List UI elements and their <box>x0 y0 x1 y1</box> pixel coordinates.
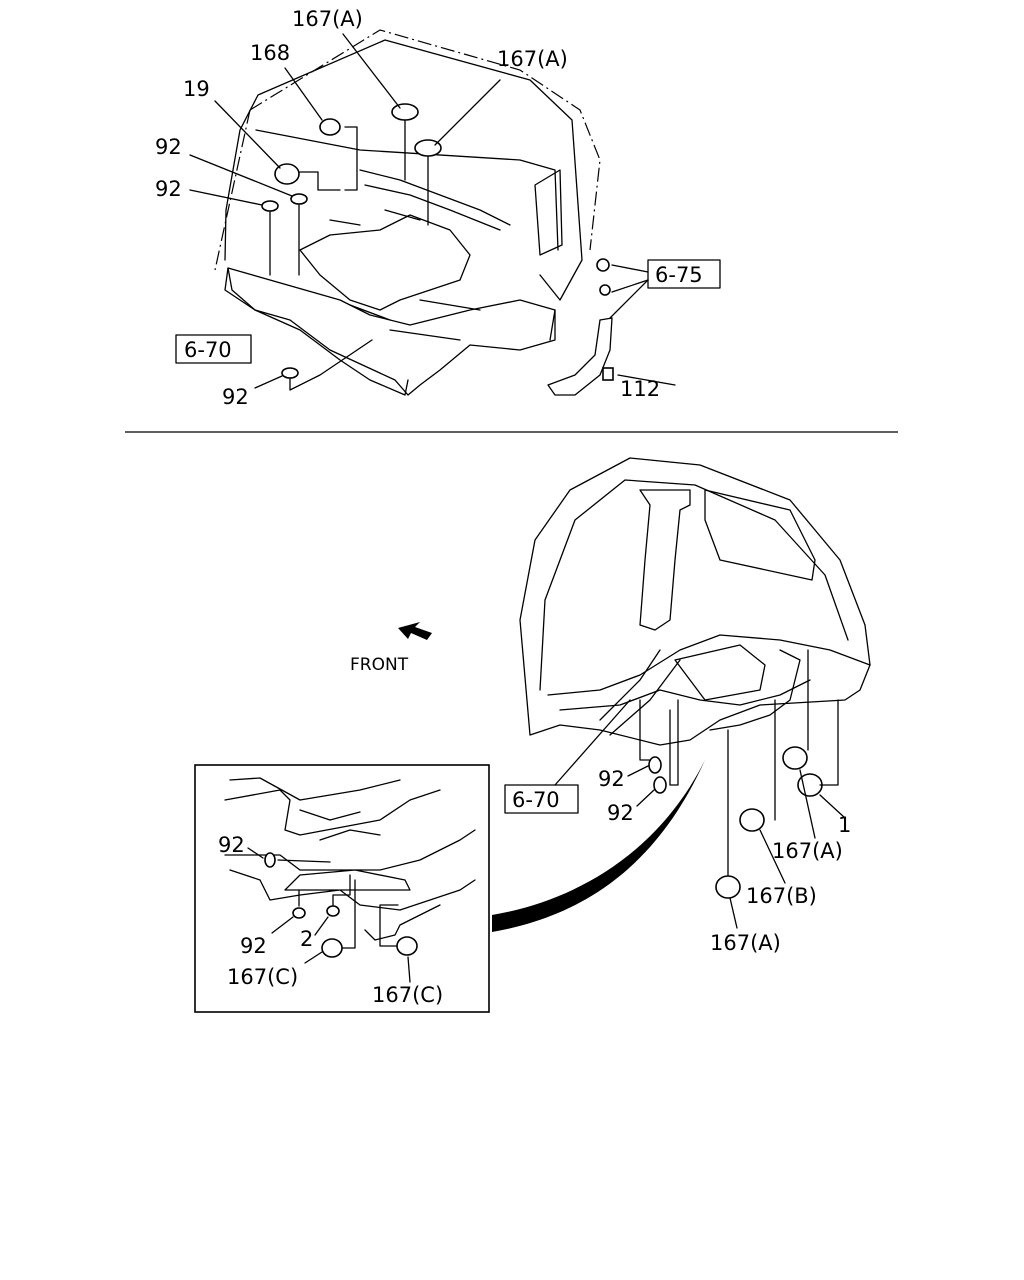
install-lines-top <box>269 119 429 391</box>
top-floor-ribs <box>329 169 511 341</box>
label-2-detail: 2 <box>300 927 313 951</box>
top-cab-outline-left <box>214 109 251 271</box>
grommet-167b <box>739 808 765 832</box>
bottom-cab-shell <box>519 457 871 746</box>
label-92-detail-a: 92 <box>218 833 245 857</box>
label-167b: 167(B) <box>746 884 817 908</box>
leader-167a-upper <box>799 769 816 839</box>
leader-6-75-c <box>609 279 649 319</box>
seal-92-detail-a <box>264 852 276 868</box>
install-lines-grommets <box>727 649 839 876</box>
top-cab-window <box>534 169 563 256</box>
detail-frame <box>194 764 490 1013</box>
leader-167a-right <box>434 79 501 146</box>
bottom-cab-inner <box>539 479 849 691</box>
leader-6-70-bottom <box>554 699 631 786</box>
leader-167b <box>759 829 786 884</box>
ref-6-70-top: 6-70 <box>184 338 232 362</box>
grommet-167a-upper <box>782 746 808 770</box>
seal-92-a <box>290 193 308 205</box>
label-167a-lower: 167(A) <box>710 931 781 955</box>
leader-168 <box>284 67 323 121</box>
detail-ribs <box>299 809 441 941</box>
leader-92-bottom-a <box>627 765 649 777</box>
grommet-168 <box>319 118 341 136</box>
label-168: 168 <box>250 41 290 65</box>
bottom-floor <box>547 634 871 711</box>
leader-2-detail <box>314 916 329 936</box>
top-cab-wall <box>224 39 583 301</box>
seal-92-b <box>261 200 279 212</box>
leader-167c-a <box>304 951 323 964</box>
leader-19 <box>214 100 281 169</box>
install-lines-92-bottom <box>639 699 679 786</box>
detail-view: 92 92 2 167(C) 167(C) <box>194 764 490 1013</box>
seal-92-bottom-b <box>653 776 667 794</box>
label-112: 112 <box>620 377 660 401</box>
top-bracket <box>547 317 613 396</box>
front-arrow-icon <box>398 622 432 640</box>
leader-6-75-b <box>611 279 649 293</box>
leader-112 <box>617 374 676 386</box>
detail-callout-swoosh <box>492 760 705 932</box>
leader-92-b <box>189 189 263 206</box>
top-cab-outline <box>249 29 601 251</box>
bottom-side-rail <box>599 649 801 736</box>
grommet-167c-b <box>396 936 418 956</box>
plug-2-detail <box>326 905 340 917</box>
label-92-bottom-b: 92 <box>607 801 634 825</box>
grommet-167a-top <box>391 103 419 121</box>
grommet-167a-lower <box>715 875 741 899</box>
label-167a-right: 167(A) <box>497 47 568 71</box>
label-92-bottom-a: 92 <box>598 767 625 791</box>
label-92-detail-b: 92 <box>240 934 267 958</box>
label-1: 1 <box>838 813 851 837</box>
seal-92-bottom-a <box>648 756 662 774</box>
front-label: FRONT <box>350 655 409 675</box>
label-92-b: 92 <box>155 177 182 201</box>
leader-167a-top <box>342 33 401 109</box>
ref-box-6-70-bottom <box>504 784 579 814</box>
bottom-cab-view: FRONT 6-70 92 92 1 167(A) 167(B) 167(A) <box>350 457 871 955</box>
bottom-cab-window <box>704 489 816 581</box>
seal-92-detail-b <box>292 907 306 919</box>
label-92-a: 92 <box>155 135 182 159</box>
clip-112 <box>602 367 614 381</box>
bolt-6-75-a <box>596 258 610 272</box>
leader-92-bottom-b <box>636 789 655 807</box>
label-167c-a: 167(C) <box>227 965 298 989</box>
top-cab-view: 6-70 6-75 112 167(A) 168 167(A) <box>155 7 721 409</box>
leader-6-75-a <box>611 264 649 273</box>
grommet-167c-a <box>321 938 343 958</box>
bolt-6-75-b <box>599 284 611 296</box>
label-167c-b: 167(C) <box>372 983 443 1007</box>
leader-92-detail-a <box>247 847 264 859</box>
install-lines-detail <box>277 859 399 949</box>
top-floor-panel <box>227 267 556 396</box>
label-167a-top: 167(A) <box>292 7 363 31</box>
label-167a-upper: 167(A) <box>772 839 843 863</box>
top-floor-edge <box>224 267 556 396</box>
leader-1 <box>819 794 846 819</box>
leader-92-detail-b <box>271 916 294 934</box>
seal-92-c <box>281 367 299 379</box>
leader-92-a <box>189 154 293 197</box>
ref-box-6-70-top <box>175 334 252 364</box>
ref-box-6-75 <box>647 259 721 289</box>
top-floor-tunnel <box>299 214 471 311</box>
leader-167c-b <box>407 956 411 983</box>
ref-6-70-bottom: 6-70 <box>512 788 560 812</box>
leader-92-c <box>254 375 283 389</box>
leader-167a-lower <box>729 897 738 929</box>
label-92-c: 92 <box>222 385 249 409</box>
bottom-cab-pillar <box>639 489 691 631</box>
detail-floor <box>224 777 476 911</box>
label-19: 19 <box>183 77 210 101</box>
ref-6-75: 6-75 <box>655 263 703 287</box>
grommet-19 <box>274 163 300 185</box>
